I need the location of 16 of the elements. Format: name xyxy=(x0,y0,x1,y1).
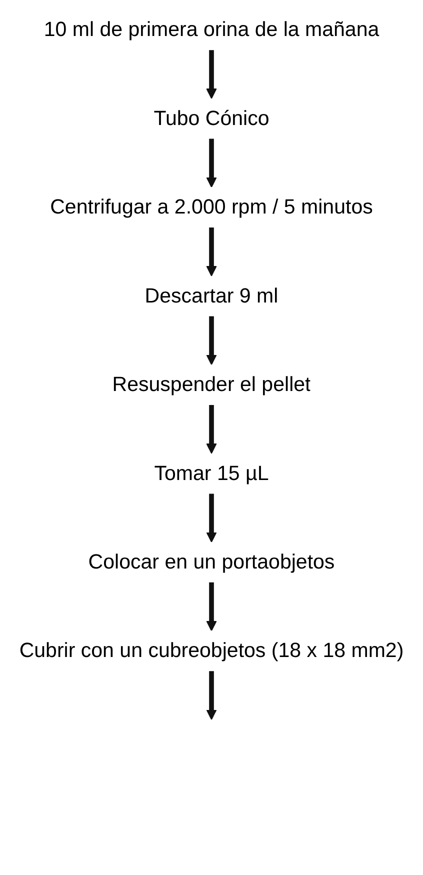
node-text: Descartar 9 ml xyxy=(144,284,278,308)
node-text: Centrifugar a 2.000 rpm / 5 minutos xyxy=(50,196,373,218)
arrow xyxy=(206,582,217,632)
node-text: Tomar 15 µL xyxy=(154,462,269,485)
arrow xyxy=(206,228,217,276)
arrow xyxy=(206,316,217,366)
arrow xyxy=(206,671,217,720)
node-text: Resuspender el pellet xyxy=(112,372,311,396)
node-text: Cubrir con un cubreobjetos (18 x 18 mm2) xyxy=(19,639,404,662)
node-text: Tubo Cónico xyxy=(154,106,270,130)
arrow xyxy=(206,494,217,542)
arrow xyxy=(206,50,217,99)
arrow xyxy=(206,138,217,188)
node-text: 10 ml de primera orina de la mañana xyxy=(44,18,380,42)
node-text: Colocar en un portaobjetos xyxy=(88,550,335,574)
arrow xyxy=(206,404,217,454)
